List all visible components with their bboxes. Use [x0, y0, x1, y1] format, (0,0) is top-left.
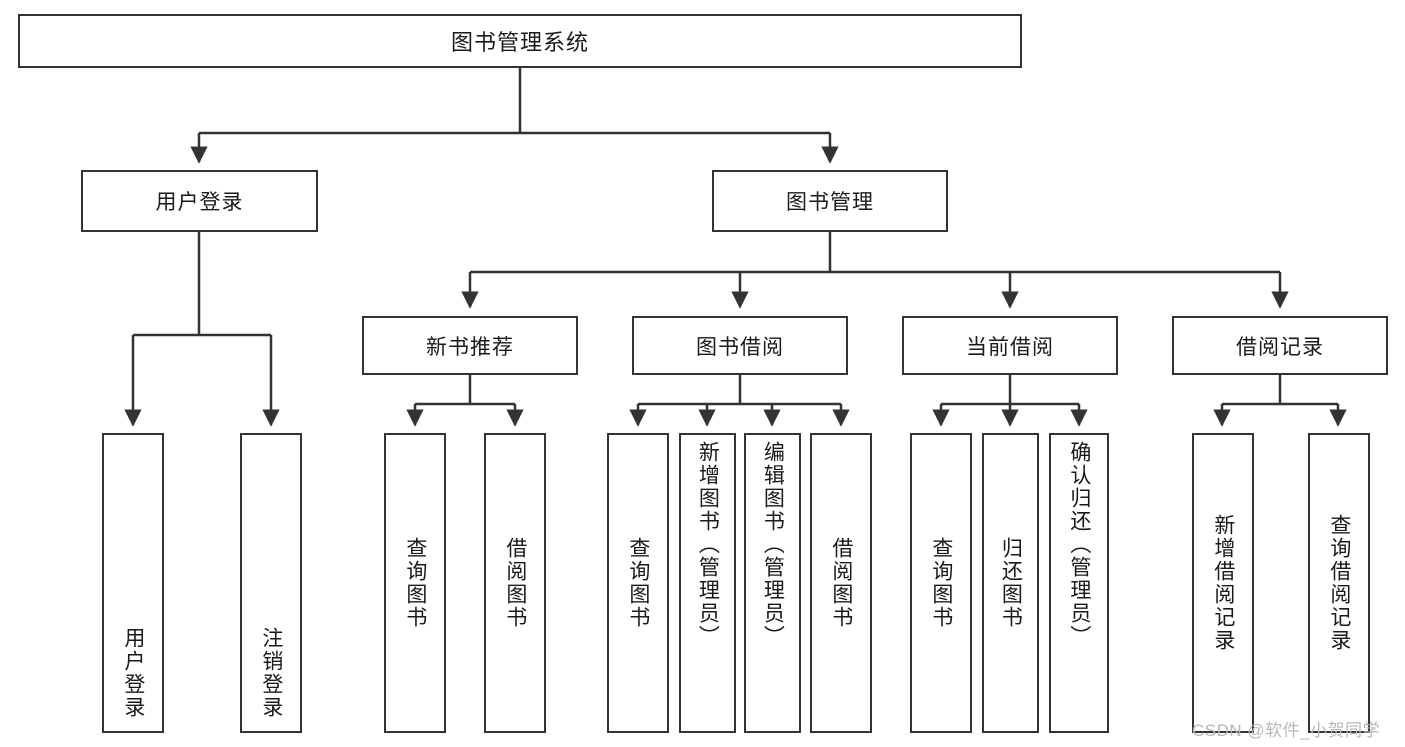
leaf-query-book-current[interactable]: 查询图书 [910, 433, 972, 733]
leaf-borrow-book[interactable]: 借阅图书 [810, 433, 872, 733]
leaf-borrow-book-recommend[interactable]: 借阅图书 [484, 433, 546, 733]
node-book-borrow[interactable]: 图书借阅 [632, 316, 848, 375]
leaf-label: 查询借阅记录 [1327, 514, 1351, 652]
leaf-return-book[interactable]: 归还图书 [982, 433, 1039, 733]
node-root-system[interactable]: 图书管理系统 [18, 14, 1022, 68]
leaf-add-borrow-record[interactable]: 新增借阅记录 [1192, 433, 1254, 733]
leaf-add-book-admin[interactable]: 新增图书（管理员） [679, 433, 736, 733]
leaf-label: 用户登录 [121, 627, 145, 719]
leaf-label: 借阅图书 [503, 537, 527, 629]
node-label: 借阅记录 [1236, 335, 1324, 359]
node-label: 用户登录 [155, 191, 244, 214]
leaf-query-book-recommend[interactable]: 查询图书 [384, 433, 446, 733]
node-current-borrow[interactable]: 当前借阅 [902, 316, 1118, 375]
node-new-book-recommend[interactable]: 新书推荐 [362, 316, 578, 375]
leaf-label: 新增图书（管理员） [696, 441, 720, 648]
node-label: 图书借阅 [696, 335, 784, 359]
node-book-management[interactable]: 图书管理 [712, 170, 948, 232]
leaf-edit-book-admin[interactable]: 编辑图书（管理员） [744, 433, 801, 733]
leaf-confirm-return-admin[interactable]: 确认归还（管理员） [1049, 433, 1109, 733]
node-label: 图书管理 [786, 191, 874, 214]
leaf-label: 查询图书 [626, 537, 650, 629]
watermark-credit: CSDN @软件_小贺同学 [1192, 716, 1380, 741]
leaf-label: 查询图书 [403, 537, 427, 629]
leaf-user-logout[interactable]: 注销登录 [240, 433, 302, 733]
node-label: 新书推荐 [426, 335, 514, 359]
watermark-text: CSDN @软件_小贺同学 [1192, 721, 1381, 740]
leaf-label: 编辑图书（管理员） [761, 441, 785, 648]
leaf-label: 确认归还（管理员） [1067, 441, 1091, 648]
leaf-label: 借阅图书 [829, 537, 853, 629]
leaf-query-borrow-record[interactable]: 查询借阅记录 [1308, 433, 1370, 733]
leaf-label: 查询图书 [929, 537, 953, 629]
leaf-query-book-borrow[interactable]: 查询图书 [607, 433, 669, 733]
leaf-label: 新增借阅记录 [1211, 514, 1235, 652]
node-user-login[interactable]: 用户登录 [81, 170, 318, 232]
node-label: 图书管理系统 [450, 30, 589, 55]
node-borrow-record[interactable]: 借阅记录 [1172, 316, 1388, 375]
leaf-user-login[interactable]: 用户登录 [102, 433, 164, 733]
node-label: 当前借阅 [966, 335, 1054, 359]
leaf-label: 注销登录 [259, 627, 283, 719]
leaf-label: 归还图书 [999, 537, 1023, 629]
